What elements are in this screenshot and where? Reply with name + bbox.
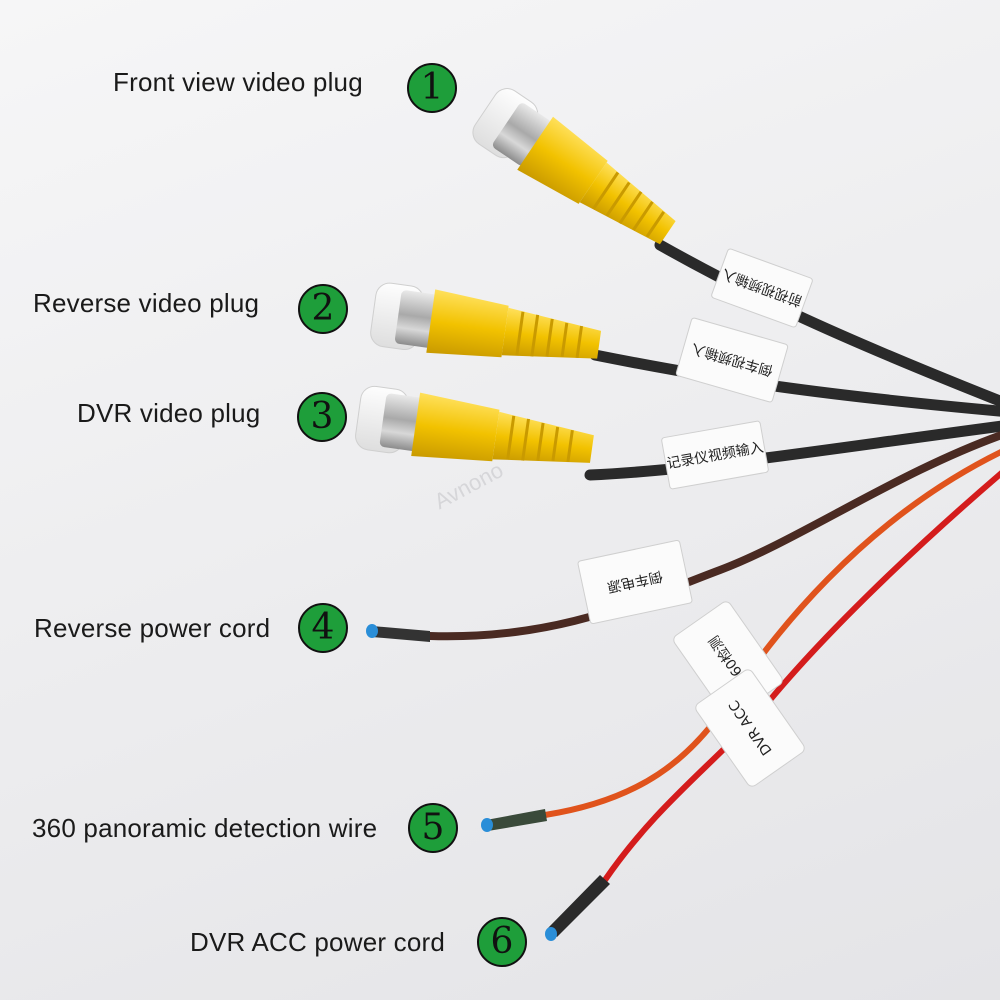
tag-dvr-video: 记录仪视频输入 <box>661 420 769 490</box>
brown-wire-tip <box>366 624 430 642</box>
badge-6: 6 <box>477 917 527 967</box>
label-reverse-video-plug: Reverse video plug <box>33 288 260 318</box>
brown-cable <box>426 431 1000 641</box>
badge-4: 4 <box>298 603 348 653</box>
tag-dvr-acc: DVR ACC <box>695 669 805 787</box>
label-front-view-video-plug: Front view video plug <box>113 67 363 97</box>
badge-5: 5 <box>408 803 458 853</box>
label-reverse-power-cord: Reverse power cord <box>34 613 271 643</box>
badge-2: 2 <box>298 284 348 334</box>
tag-reverse-video: 倒车视频输入 <box>675 317 789 403</box>
rca-plug-dvr <box>355 385 594 463</box>
badge-1: 1 <box>407 63 457 113</box>
black-cable-reverse <box>589 349 1000 417</box>
label-dvr-acc-power-cord: DVR ACC power cord <box>190 927 446 957</box>
badge-3: 3 <box>297 392 347 442</box>
rca-plug-reverse <box>370 282 602 359</box>
black-cable-dvr <box>584 420 1000 481</box>
red-cable <box>602 470 1000 883</box>
label-360-panoramic-detection-wire: 360 panoramic detection wire <box>32 813 378 843</box>
tag-reverse-power: 倒车电源 <box>577 539 693 625</box>
tag-front: 前视视频输入 <box>711 248 813 328</box>
orange-wire-tip <box>481 809 547 832</box>
red-wire-tip <box>545 875 610 941</box>
rca-plug-front <box>472 88 676 245</box>
label-dvr-video-plug: DVR video plug <box>77 398 261 428</box>
